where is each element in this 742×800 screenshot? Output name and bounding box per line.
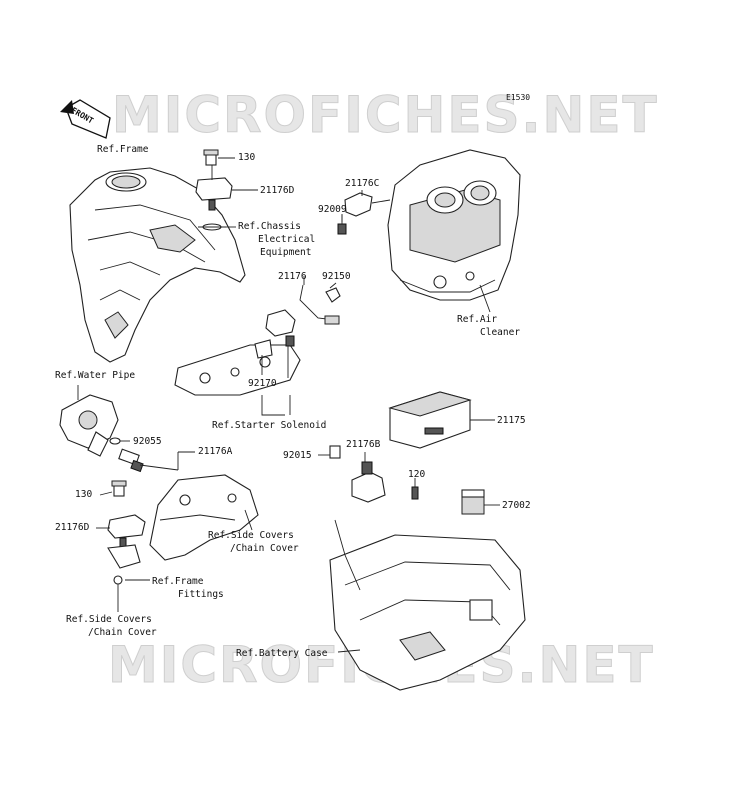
label-ref-side-covers-b1: Ref.Side Covers: [66, 614, 152, 625]
label-21175: 21175: [497, 415, 526, 426]
label-92150: 92150: [322, 271, 351, 282]
frame-drawing: [69, 167, 246, 363]
water-pipe-drawing: [59, 394, 121, 457]
label-130-bottom: 130: [75, 489, 93, 500]
label-130-top: 130: [238, 152, 256, 163]
sensor-21176b: [329, 445, 419, 503]
sensor-21176: [265, 284, 341, 337]
watermark-top: MICROFICHES.NET: [112, 86, 659, 145]
label-92015: 92015: [283, 450, 312, 461]
label-92009: 92009: [318, 204, 347, 215]
label-27002: 27002: [502, 500, 531, 511]
diagram-code: E1530: [506, 93, 531, 102]
label-21176: 21176: [278, 271, 307, 282]
label-ref-frame: Ref.Frame: [97, 144, 149, 155]
label-21176c: 21176C: [345, 178, 380, 189]
label-92170: 92170: [248, 378, 277, 389]
label-ref-air-2: Cleaner: [480, 327, 521, 338]
ecu-21175: [388, 391, 472, 449]
label-ref-chassis-3: Equipment: [260, 247, 312, 258]
sensor-21176d-top: [195, 149, 233, 231]
label-21176d-top: 21176D: [260, 185, 295, 196]
air-cleaner-drawing: [387, 149, 521, 301]
sensor-21176a: [118, 448, 144, 473]
label-ref-side-covers-2: /Chain Cover: [230, 543, 299, 554]
label-ref-chassis-2: Electrical: [258, 234, 316, 245]
label-ref-frame-fittings-1: Ref.Frame: [152, 576, 204, 587]
label-ref-water-pipe: Ref.Water Pipe: [55, 370, 136, 381]
sensor-21176d-bottom: [107, 480, 146, 600]
label-21176a: 21176A: [198, 446, 233, 457]
label-ref-side-covers-b2: /Chain Cover: [88, 627, 157, 638]
label-21176b: 21176B: [346, 439, 381, 450]
label-92055: 92055: [133, 436, 162, 447]
label-ref-battery-case: Ref.Battery Case: [236, 648, 328, 659]
leader-lines: [77, 157, 500, 653]
label-ref-starter-solenoid: Ref.Starter Solenoid: [212, 420, 327, 431]
label-ref-side-covers-1: Ref.Side Covers: [208, 530, 294, 541]
battery-case-drawing: [329, 519, 526, 691]
label-21176d-bottom: 21176D: [55, 522, 90, 533]
starter-solenoid-plate: [174, 335, 301, 396]
label-ref-chassis-1: Ref.Chassis: [238, 221, 301, 232]
side-cover-bracket: [149, 474, 259, 561]
label-ref-air-1: Ref.Air: [457, 314, 498, 325]
relay-27002: [461, 489, 485, 515]
label-ref-frame-fittings-2: Fittings: [178, 589, 224, 600]
front-arrow-icon: [60, 99, 111, 139]
label-120: 120: [408, 469, 426, 480]
